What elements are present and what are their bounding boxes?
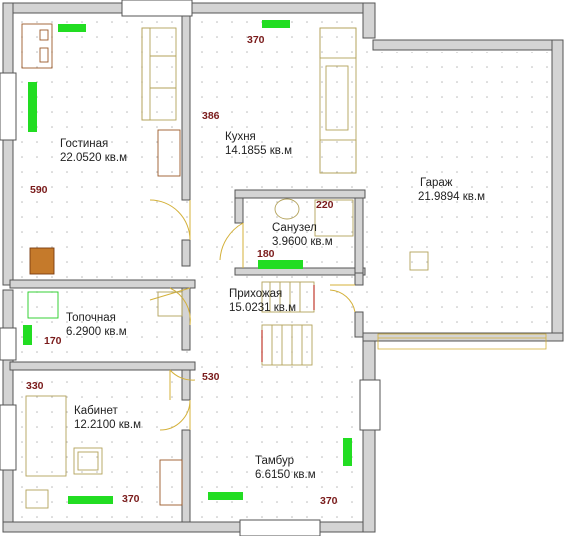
- dimension-kitchen-left: 386: [202, 110, 220, 122]
- living-room-area: 22.0520 кв.м: [60, 152, 128, 164]
- kitchen-name: Кухня: [225, 131, 256, 143]
- vestibule-name: Тамбур: [255, 455, 295, 467]
- study-name: Кабинет: [74, 405, 118, 417]
- study-area: 12.2100 кв.м: [74, 419, 142, 431]
- garage-area: 21.9894 кв.м: [418, 191, 486, 203]
- garage-floor: [376, 52, 561, 338]
- doors: [149, 199, 356, 431]
- dimension-living-height: 590: [30, 184, 48, 196]
- garage-gate: [377, 333, 547, 350]
- dimension-bath-bottom: 180: [257, 248, 275, 260]
- bathroom-name: Санузел: [272, 222, 317, 234]
- dimension-boiler-height: 170: [44, 335, 62, 347]
- living-room-name: Гостиная: [60, 138, 109, 150]
- dimension-study-bottom: 370: [122, 493, 140, 505]
- dimension-study-top: 330: [26, 380, 44, 392]
- hall-name: Прихожая: [229, 288, 283, 300]
- furniture: [21, 23, 429, 509]
- bathroom-area: 3.9600 кв.м: [272, 236, 333, 248]
- dimension-kitchen-top: 370: [247, 34, 265, 46]
- stair-markers: [261, 285, 315, 362]
- dimension-vestibule-bottom: 370: [320, 495, 338, 507]
- boiler-room-name: Топочная: [66, 312, 116, 324]
- dimension-530: 530: [202, 371, 220, 383]
- kitchen-area: 14.1855 кв.м: [225, 145, 293, 157]
- vestibule-area: 6.6150 кв.м: [255, 469, 316, 481]
- boiler-room-area: 6.2900 кв.м: [66, 326, 127, 338]
- hall-area: 15.0231 кв.м: [229, 302, 297, 314]
- window-markers: [23, 20, 352, 504]
- garage-name: Гараж: [420, 177, 453, 189]
- window-frames: [0, 0, 381, 536]
- dimension-bath-width: 220: [316, 199, 334, 211]
